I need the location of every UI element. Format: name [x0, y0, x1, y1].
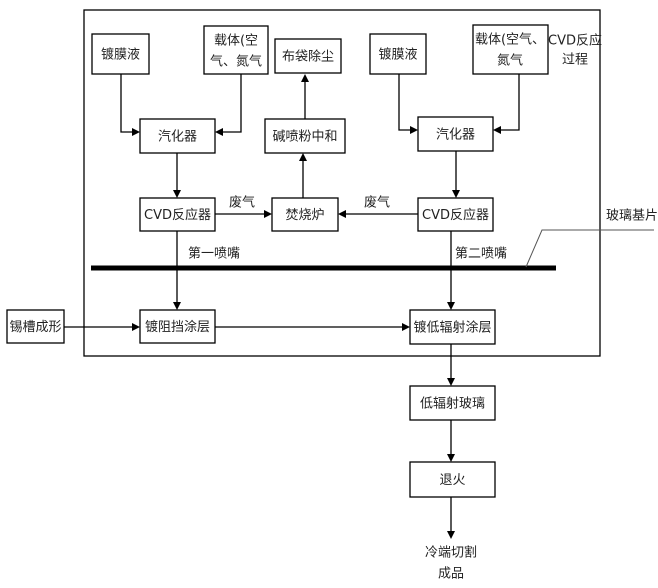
bag-dust-removal-label: 布袋除尘 [282, 50, 334, 65]
barrier-coating-label: 镀阻挡涂层 [145, 319, 210, 335]
bag-dust-removal-node: 布袋除尘 [274, 38, 342, 74]
edge-carrier-right-to-vaporizer [500, 74, 520, 131]
arrowhead [452, 190, 460, 198]
arrowhead [301, 74, 309, 82]
low-e-glass-label: 低辐射玻璃 [420, 396, 485, 412]
arrowhead [447, 531, 455, 539]
cvd-reactor-left-label: CVD反应器 [144, 207, 211, 223]
annealing-label: 退火 [439, 473, 465, 488]
cold-end-cutting-label-line2: 成品 [438, 567, 464, 582]
edge-coating-liquid-left-to-vaporizer [120, 74, 134, 133]
arrowhead [402, 323, 410, 331]
carrier-left-label-line2: 气、氮气 [210, 54, 262, 70]
tin-bath-forming-node: 锡槽成形 [6, 309, 65, 344]
arrowhead [173, 302, 181, 310]
alkali-spray-neutralization-node: 碱喷粉中和 [264, 118, 346, 154]
arrowhead [132, 323, 140, 331]
annealing-node: 退火 [409, 461, 496, 498]
arrowhead [447, 454, 455, 462]
exhaust-right-label: 废气 [364, 195, 390, 211]
low-e-coating-node: 镀低辐射涂层 [409, 309, 496, 345]
cold-end-cutting-label-line1: 冷端切割 [425, 545, 477, 561]
glass-substrate-label: 玻璃基片 [606, 209, 658, 224]
cvd-reactor-right-node: CVD反应器 [417, 197, 494, 232]
vaporizer-right-node: 汽化器 [417, 116, 494, 152]
edge-coating-liquid-right-to-vaporizer [398, 74, 411, 131]
low-e-coating-label: 镀低辐射涂层 [413, 320, 491, 336]
low-e-glass-node: 低辐射玻璃 [409, 385, 496, 421]
arrowhead [338, 210, 346, 218]
tin-bath-forming-label: 锡槽成形 [9, 320, 61, 335]
coating-liquid-left-node: 镀膜液 [91, 33, 150, 75]
second-nozzle-label: 第二喷嘴 [455, 247, 507, 262]
cvd-reactor-right-label: CVD反应器 [422, 207, 489, 223]
barrier-coating-node: 镀阻挡涂层 [139, 309, 216, 344]
cvd-reactor-left-node: CVD反应器 [139, 197, 216, 232]
arrowhead [410, 126, 418, 134]
coating-liquid-right-node: 镀膜液 [369, 33, 427, 75]
coating-liquid-right-label: 镀膜液 [378, 47, 417, 63]
cvd-process-label-line2: 过程 [562, 53, 588, 68]
arrowhead [132, 128, 140, 136]
arrowhead [215, 128, 223, 136]
carrier-right-label-line2: 氮气 [497, 53, 523, 69]
vaporizer-left-label: 汽化器 [158, 130, 197, 145]
alkali-spray-neutralization-label: 碱喷粉中和 [272, 130, 337, 145]
arrowhead [447, 302, 455, 310]
arrowhead [173, 190, 181, 198]
arrowhead [299, 153, 307, 161]
vaporizer-left-node: 汽化器 [139, 118, 216, 154]
glass-substrate-leader-line [525, 229, 654, 268]
coating-liquid-left-label: 镀膜液 [101, 47, 140, 63]
incinerator-label: 焚烧炉 [285, 208, 324, 223]
cvd-process-frame [83, 9, 601, 357]
exhaust-left-label: 废气 [229, 195, 255, 211]
carrier-right-node: 载体(空气、 氮气 [472, 24, 549, 75]
vaporizer-right-label: 汽化器 [436, 128, 475, 143]
carrier-left-label-line1: 载体(空 [214, 34, 258, 49]
arrowhead [264, 210, 272, 218]
first-nozzle-label: 第一喷嘴 [188, 247, 240, 262]
arrowhead [447, 378, 455, 386]
carrier-right-label-line1: 载体(空气、 [475, 32, 545, 48]
edge-carrier-left-to-vaporizer [222, 74, 242, 133]
arrowhead [493, 126, 501, 134]
carrier-left-node: 载体(空 气、氮气 [203, 25, 269, 75]
cvd-process-label-line1: CVD反应 [548, 33, 602, 49]
incinerator-node: 焚烧炉 [271, 197, 339, 232]
